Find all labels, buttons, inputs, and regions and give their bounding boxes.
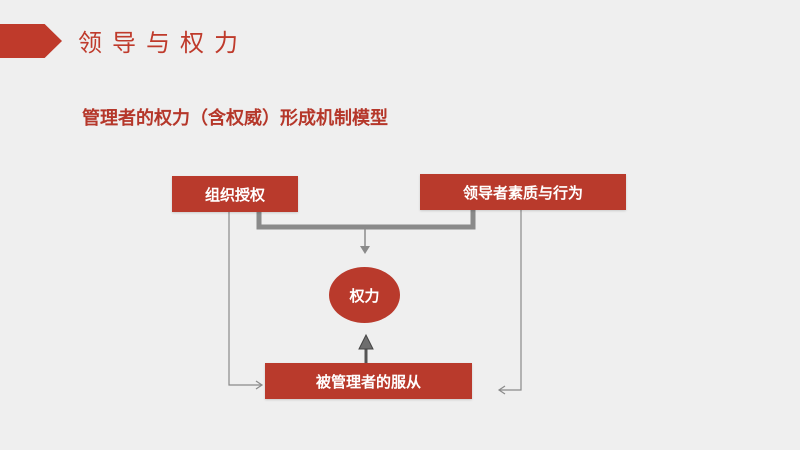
left-feedback-arrowhead [255,380,264,390]
node-follower-compliance: 被管理者的服从 [265,363,472,399]
bracket-to-power-arrowhead [360,246,370,254]
left-feedback-line [228,212,262,386]
page-title: 领导与权力 [78,29,248,57]
top-bracket [256,210,476,230]
diagram-subtitle: 管理者的权力（含权威）形成机制模型 [82,108,388,129]
right-feedback-arrowhead [497,385,506,395]
follower-to-power-arrowhead [358,333,374,350]
node-power: 权力 [329,267,400,323]
node-leader-qualities: 领导者素质与行为 [420,174,626,210]
node-org-authorization: 组织授权 [172,176,298,212]
right-feedback-line [499,210,522,391]
